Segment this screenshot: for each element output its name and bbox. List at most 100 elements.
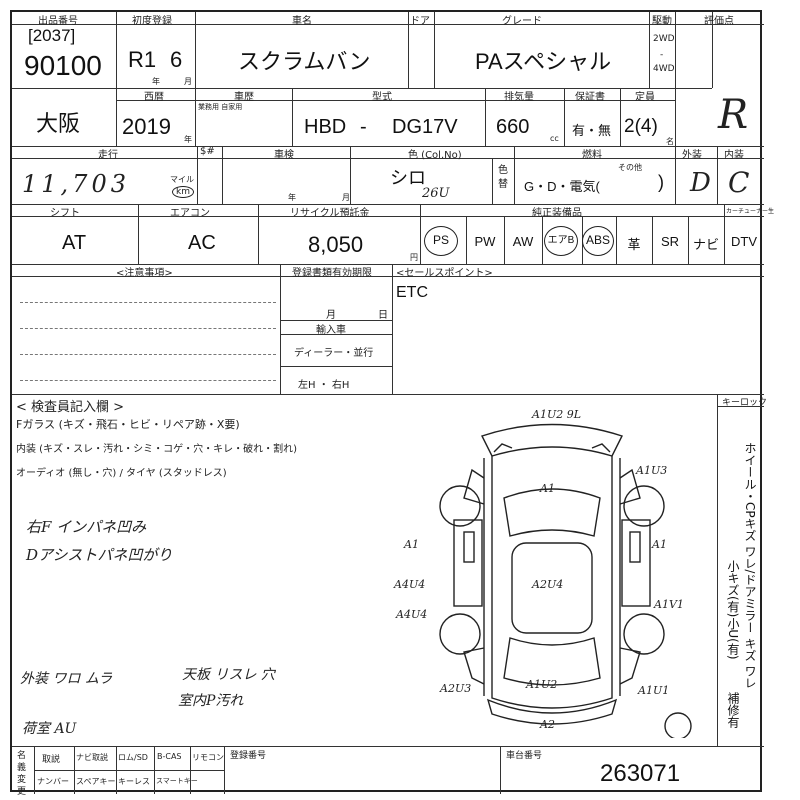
diag-label-left-fender: A1	[404, 538, 419, 551]
drive-4wd: 4WD	[653, 64, 675, 74]
registration-number-label: 登録番号	[230, 751, 267, 761]
ac-value: AC	[188, 232, 216, 254]
equip-airbag: エアB	[544, 226, 582, 256]
note-exterior: 外装 ワロ ムラ	[20, 671, 113, 687]
west-year-label: 西暦	[144, 92, 164, 103]
first-reg-year-unit: 年	[152, 77, 160, 86]
diag-label-front-right: A1U3	[636, 464, 668, 477]
mileage-unit-km: km	[172, 186, 194, 198]
drive-2wd: 2WD	[653, 34, 675, 44]
warranty-label: 保証書	[575, 92, 605, 103]
color-label: 色 (Col.No)	[408, 150, 462, 161]
lot-number-label: 出品番号	[38, 16, 78, 27]
warranty: 有・無	[572, 123, 612, 138]
diag-label-roof: A2U4	[532, 578, 564, 591]
color-change-label: 色替	[498, 165, 508, 190]
car-diagram	[439, 423, 692, 738]
key-lock-label: キーロック	[722, 398, 768, 408]
rom-sd-label: ロム/SD	[118, 753, 148, 762]
lot-sub-number: [2037]	[28, 26, 76, 45]
exterior-label: 外装	[682, 150, 702, 161]
recycle-value: 8,050	[308, 232, 364, 257]
model-label: 型式	[372, 92, 392, 103]
equip-abs: ABS	[582, 226, 618, 256]
capacity: 2(4)	[624, 116, 658, 137]
mileage-label: 走行	[98, 150, 118, 161]
windshield-line: Fガラス (キズ・飛石・ヒビ・リペア跡・X要)	[16, 418, 240, 431]
navi-manual-label: ナビ取説	[76, 753, 108, 762]
diag-label-hood: A1	[540, 482, 555, 495]
west-year: 2019	[122, 114, 171, 139]
note-assist: Dアシストパネ凹がり	[26, 546, 173, 564]
note-dent: 右F インパネ凹み	[26, 518, 147, 536]
ac-label: エアコン	[170, 208, 210, 219]
auction-sheet: 出品番号 初度登録 車名 ドア グレード 駆動 評価点 [2037] 90100…	[10, 10, 774, 797]
equip-sr: SR	[660, 234, 680, 249]
history-label: 車歴	[234, 92, 254, 103]
grade-label: グレード	[502, 16, 542, 27]
chassis-number: 263071	[600, 760, 681, 787]
model-prefix: HBD	[304, 116, 347, 138]
fuel-label: 燃料	[582, 150, 602, 161]
exterior-grade: D	[690, 168, 711, 198]
drive-label: 駆動	[652, 16, 672, 27]
mileage: 11,703	[22, 170, 130, 198]
lot-number: 90100	[24, 50, 102, 81]
car-tuner-label: カーチューナー生	[726, 208, 775, 215]
repair-note: 補修有	[726, 692, 740, 728]
spare-key-label: スペアキー	[76, 777, 116, 786]
wheel-mirror-note: ホイール・CPキズ ワレ/ドアミラー キズ ワレ	[743, 442, 757, 690]
plate-label: ナンバー	[37, 777, 69, 786]
equip-aw: AW	[512, 234, 534, 249]
interior-grade: C	[728, 166, 750, 199]
import-label: 輸入車	[316, 325, 346, 336]
keyless-label: キーレス	[118, 777, 150, 786]
equip-ps: PS	[424, 226, 464, 256]
doc-expiry-label: 登録書類有効期限	[292, 268, 372, 279]
fuel-value: G・D・電気(	[524, 179, 600, 194]
bcas-label: B-CAS	[157, 752, 182, 761]
car-name: スクラムバン	[238, 49, 371, 74]
dollar-label: $#	[200, 146, 215, 157]
equipment-label: 純正装備品	[532, 208, 582, 219]
displacement-label: 排気量	[504, 92, 534, 103]
dealer-label: ディーラー・並行	[294, 348, 374, 359]
diag-label-rear-bumper: A2	[540, 718, 555, 731]
note-roof: 天板 リスレ 穴	[182, 667, 275, 683]
diag-label-left-rear: A2U3	[440, 682, 472, 695]
capacity-label: 定員	[635, 92, 655, 103]
inspection-title: < 検査員記入欄 >	[16, 400, 125, 415]
score-label: 評価点	[704, 16, 734, 27]
diag-label-left-door: A4U4	[394, 578, 426, 591]
note-cabin: 室内P汚れ	[178, 693, 244, 709]
first-reg-month-unit: 月	[184, 77, 192, 86]
shift-label: シフト	[50, 208, 80, 219]
equip-dtv: DTV	[731, 234, 757, 249]
diag-label-left-rear-door: A4U4	[396, 608, 428, 621]
color-code: 26U	[422, 186, 450, 201]
first-reg-label: 初度登録	[132, 16, 172, 27]
score-value: R	[718, 92, 749, 138]
region: 大阪	[36, 111, 81, 136]
scratch-note: 小キズ(有)小U(有)	[726, 560, 740, 660]
note-cargo: 荷室 AU	[22, 721, 77, 737]
first-reg-era: R1	[128, 47, 157, 72]
shift-value: AT	[62, 232, 87, 254]
interior-line: 内装 (キズ・スレ・汚れ・シミ・コゲ・穴・キレ・破れ・割れ)	[16, 444, 297, 455]
smart-key-label: スマートキー	[156, 777, 198, 785]
color-value: シロ	[390, 168, 426, 188]
diag-label-front-bumper: A1U2 9L	[532, 408, 582, 421]
chassis-number-label: 車台番号	[506, 751, 543, 761]
door-label: ドア	[410, 16, 430, 27]
diag-label-right-door: A1V1	[654, 598, 684, 611]
inspection-label: 車検	[274, 150, 294, 161]
diag-label-right-fender: A1	[652, 538, 667, 551]
equip-pw: PW	[474, 234, 496, 249]
diag-label-right-rear: A1U1	[638, 684, 670, 697]
caution-label: <注意事項>	[116, 268, 173, 279]
sales-point: ETC	[396, 284, 428, 301]
diag-label-rear-glass: A1U2	[526, 678, 558, 691]
car-name-label: 車名	[292, 16, 312, 27]
grade: PAスペシャル	[475, 49, 612, 74]
displacement: 660	[496, 116, 530, 138]
